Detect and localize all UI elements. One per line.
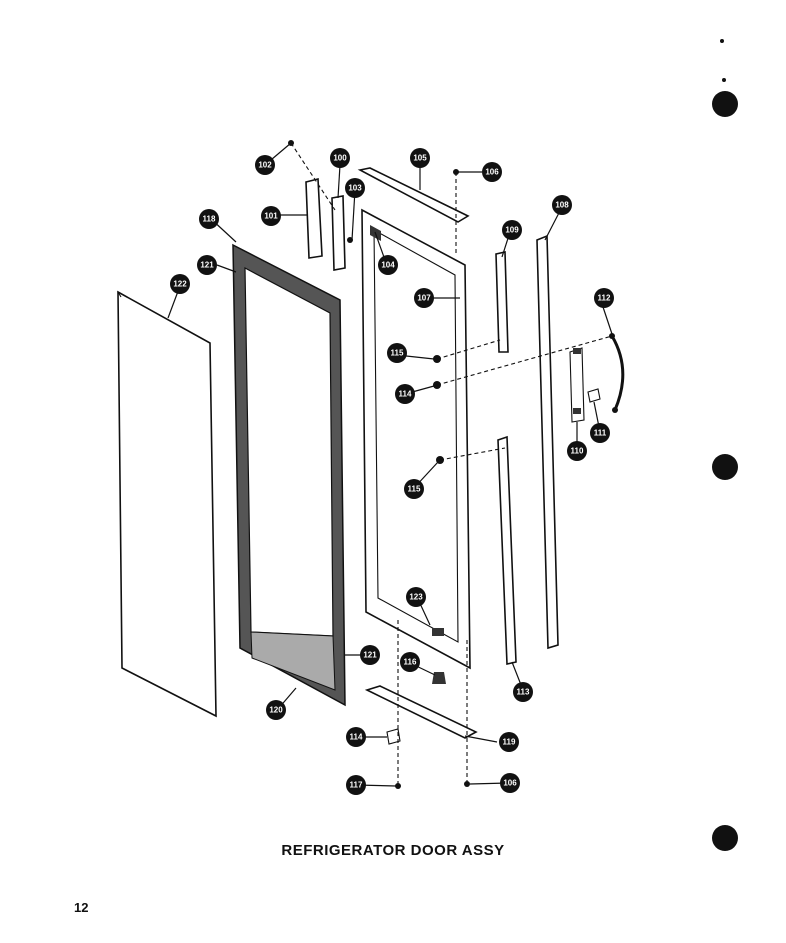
svg-text:115: 115 (408, 485, 421, 494)
svg-text:114: 114 (350, 733, 363, 742)
speck (722, 78, 726, 82)
callout-109: 109 (502, 220, 522, 240)
svg-text:104: 104 (381, 261, 395, 270)
cap-116 (432, 672, 446, 684)
callout-104: 104 (378, 255, 398, 275)
callout-114: 114 (395, 384, 415, 404)
callout-115-bottom: 115 (404, 479, 424, 499)
svg-text:113: 113 (517, 688, 530, 697)
callout-113: 113 (513, 682, 533, 702)
callout-106-lower: 106 (500, 773, 520, 793)
svg-text:109: 109 (505, 226, 519, 235)
callout-111: 111 (590, 423, 610, 443)
callout-118: 119 (499, 732, 519, 752)
registration-dot (712, 454, 738, 480)
strip-100 (331, 195, 346, 271)
bracket-109 (495, 251, 509, 353)
svg-text:118: 118 (203, 215, 216, 224)
callout-121-bottom: 121 (360, 645, 380, 665)
registration-dot (712, 91, 738, 117)
square-111 (587, 388, 601, 403)
svg-text:107: 107 (417, 294, 431, 303)
strip-113 (497, 435, 517, 665)
callout-105: 105 (410, 148, 430, 168)
svg-text:103: 103 (348, 184, 362, 193)
svg-text:110: 110 (571, 447, 584, 456)
callout-110: 110 (567, 441, 587, 461)
callout-108: 108 (552, 195, 572, 215)
svg-text:106: 106 (503, 779, 517, 788)
svg-text:105: 105 (413, 154, 427, 163)
svg-text:108: 108 (555, 201, 569, 210)
callout-121-top: 121 (197, 255, 217, 275)
page-number: 12 (74, 900, 89, 915)
svg-text:121: 121 (200, 261, 214, 270)
svg-text:116: 116 (404, 658, 417, 667)
callout-122: 122 (170, 274, 190, 294)
speck (720, 39, 724, 43)
svg-text:119: 119 (503, 738, 516, 747)
bottom-bracket-118 (364, 685, 478, 739)
hinge-plate-110 (569, 347, 585, 423)
callout-101: 101 (261, 206, 281, 226)
svg-text:120: 120 (269, 706, 283, 715)
svg-text:100: 100 (333, 154, 347, 163)
callout-119: 118 (199, 209, 219, 229)
arm-112 (609, 333, 625, 413)
callout-102: 102 (255, 155, 275, 175)
door-liner-frame (361, 208, 471, 670)
callout-100: 100 (330, 148, 350, 168)
svg-text:111: 111 (594, 429, 607, 438)
svg-text:114: 114 (399, 390, 412, 399)
svg-text:102: 102 (258, 161, 272, 170)
callout-112: 112 (594, 288, 614, 308)
callout-103: 103 (345, 178, 365, 198)
assembly-lines (290, 142, 613, 786)
door-outer-panel (117, 290, 217, 718)
svg-text:123: 123 (409, 593, 423, 602)
svg-text:117: 117 (350, 781, 363, 790)
svg-text:121: 121 (363, 651, 377, 660)
callout-116: 116 (400, 652, 420, 672)
callout-114-lower: 114 (346, 727, 366, 747)
top-cap-strip (357, 167, 470, 223)
svg-text:122: 122 (173, 280, 187, 289)
svg-text:115: 115 (391, 349, 404, 358)
callout-106: 106 (482, 162, 502, 182)
registration-dot (712, 825, 738, 851)
door-gasket-frame (232, 243, 346, 707)
strip-101 (305, 177, 323, 259)
callout-115-top: 115 (387, 343, 407, 363)
callout-117: 117 (346, 775, 366, 795)
small-block (386, 728, 401, 745)
long-bar-108 (536, 234, 559, 650)
svg-text:101: 101 (264, 212, 278, 221)
svg-text:112: 112 (598, 294, 611, 303)
callout-123: 123 (406, 587, 426, 607)
svg-text:106: 106 (485, 168, 499, 177)
callout-107: 107 (414, 288, 434, 308)
diagram-title: REFRIGERATOR DOOR ASSY (281, 842, 505, 859)
callout-120: 120 (266, 700, 286, 720)
